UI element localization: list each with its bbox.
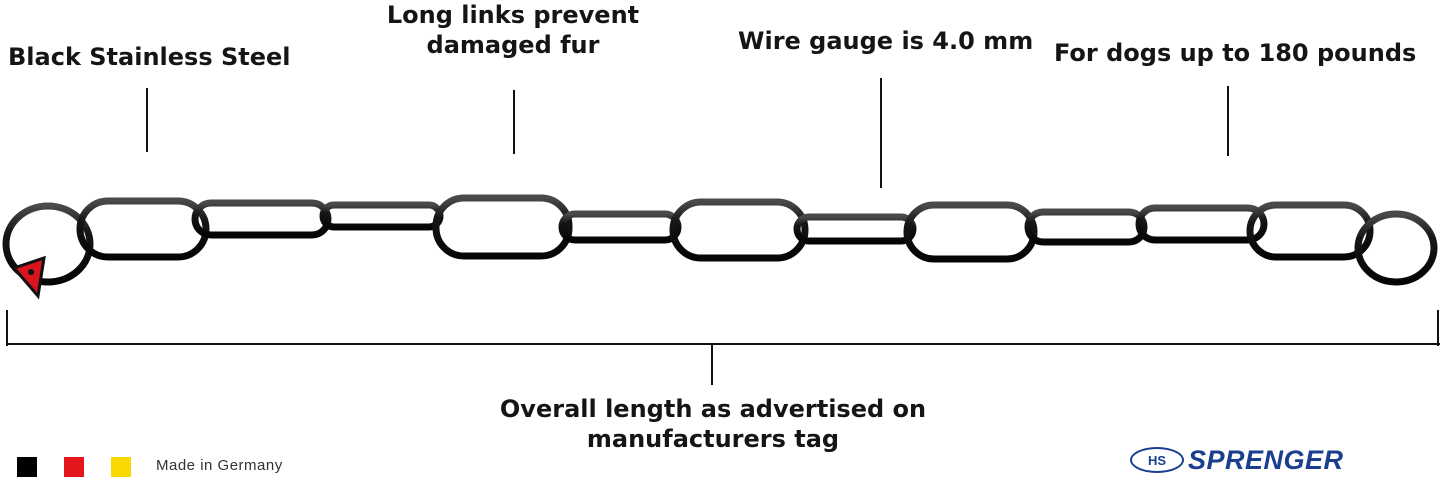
label-material: Black Stainless Steel — [8, 43, 291, 71]
brand-badge: HS — [1130, 447, 1184, 473]
bracket-horizontal — [6, 343, 1440, 345]
pointer-line-dog-size — [1227, 86, 1229, 156]
label-overall-length-line2: manufacturers tag — [586, 425, 840, 453]
chain-link — [191, 199, 332, 239]
chain-link — [793, 213, 917, 245]
chain-link — [1246, 201, 1374, 261]
made-in-germany-text: Made in Germany — [156, 457, 283, 474]
label-long-links-line2: damaged fur — [426, 31, 600, 59]
label-overall-length-line1: Overall length as advertised on — [499, 395, 927, 423]
chain-link — [76, 197, 210, 261]
label-dog-size: For dogs up to 180 pounds — [1054, 39, 1417, 67]
bracket-center-pointer — [711, 343, 713, 385]
label-overall-length: Overall length as advertised on manufact… — [450, 394, 976, 454]
chain-link — [669, 198, 809, 262]
bracket-left-end — [6, 310, 8, 346]
chain-link — [1024, 208, 1148, 246]
flag-red-square — [64, 457, 84, 477]
chain-link — [432, 194, 573, 260]
chain-ring-end — [1354, 210, 1438, 286]
brand-name: SPRENGER — [1188, 444, 1344, 475]
chain-link — [1135, 204, 1268, 244]
label-wire-gauge: Wire gauge is 4.0 mm — [738, 27, 1034, 55]
label-long-links-line1: Long links prevent — [386, 1, 640, 29]
bracket-right-end — [1437, 310, 1439, 346]
brand-logo: HS SPRENGER — [1130, 444, 1344, 476]
flag-black-square — [17, 457, 37, 477]
chain-link — [903, 201, 1038, 263]
flag-gold-square — [111, 457, 131, 477]
pointer-line-long-links — [513, 90, 515, 154]
chain-link — [558, 210, 682, 244]
chain-tag — [11, 255, 46, 300]
pointer-line-material — [146, 88, 148, 152]
label-long-links: Long links prevent damaged fur — [380, 0, 646, 60]
chain-ring-start — [2, 202, 94, 286]
pointer-line-wire-gauge — [880, 78, 882, 188]
chain-link — [319, 201, 444, 231]
